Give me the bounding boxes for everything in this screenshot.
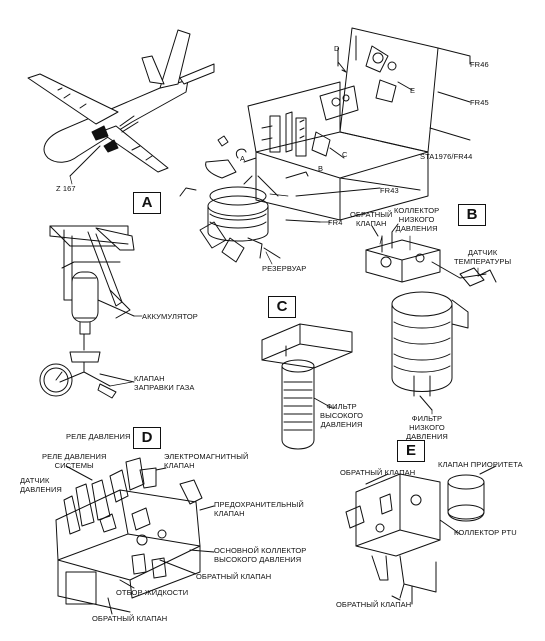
aircraft-illustration — [27, 29, 215, 177]
pressure-switch-label: РЕЛЕ ДАВЛЕНИЯ — [66, 432, 131, 441]
view-c-callout: C — [268, 296, 296, 318]
solenoid-valve-label: ЭЛЕКТРОМАГНИТНЫЙ КЛАПАН — [164, 452, 249, 470]
view-d-callout: D — [133, 427, 161, 449]
arrow-e-label: E — [410, 86, 416, 95]
view-e-callout: E — [397, 440, 425, 462]
accumulator-label: АККУМУЛЯТОР — [142, 312, 198, 321]
relief-valve-label: ПРЕДОХРАНИТЕЛЬНЫЙ КЛАПАН — [214, 500, 304, 518]
d-check-valve-right-label: ОБРАТНЫЙ КЛАПАН — [196, 572, 272, 581]
view-c-high-pressure-filter — [261, 323, 353, 450]
fluid-sampling-label: ОТБОР ЖИДКОСТИ — [116, 588, 189, 597]
temperature-sensor-label: ДАТЧИК ТЕМПЕРАТУРЫ — [454, 248, 512, 266]
hydraulic-bay-overview — [179, 27, 471, 263]
system-pressure-switch-label: РЕЛЕ ДАВЛЕНИЯ СИСТЕМЫ — [42, 452, 107, 470]
lp-filter-label: ФИЛЬТР НИЗКОГО ДАВЛЕНИЯ — [406, 414, 448, 441]
lp-manifold-label: КОЛЛЕКТОР НИЗКОГО ДАВЛЕНИЯ — [394, 206, 440, 233]
view-a-accumulator — [39, 225, 135, 399]
arrow-b-label: B — [318, 164, 324, 173]
gas-valve-label: КЛАПАН ЗАПРАВКИ ГАЗА — [134, 374, 195, 392]
frame-fr46-label: FR46 — [470, 60, 489, 69]
arrow-d-label: D — [334, 44, 340, 53]
ptu-manifold-label: КОЛЛЕКТОР PTU — [454, 528, 517, 537]
priority-valve-label: КЛАПАН ПРИОРИТЕТА — [438, 460, 523, 469]
frame-sta-label: STA1976/FR44 — [420, 152, 473, 161]
frame-fr45-label: FR45 — [470, 98, 489, 107]
frame-fr43-label: FR43 — [380, 186, 399, 195]
d-check-valve-bottom-label: ОБРАТНЫЙ КЛАПАН — [92, 614, 168, 623]
arrow-c-label: C — [342, 150, 348, 159]
view-d-high-pressure-manifold — [55, 457, 215, 615]
view-b-low-pressure-filter — [365, 223, 497, 411]
hp-manifold-label: ОСНОВНОЙ КОЛЛЕКТОР ВЫСОКОГО ДАВЛЕНИЯ — [214, 546, 307, 564]
hp-filter-label: ФИЛЬТР ВЫСОКОГО ДАВЛЕНИЯ — [320, 402, 364, 429]
reservoir-label: РЕЗЕРВУАР — [262, 264, 307, 273]
pressure-sensor-label: ДАТЧИК ДАВЛЕНИЯ — [20, 476, 62, 494]
leader-lines — [69, 175, 479, 415]
view-e-ptu-manifold — [345, 465, 497, 605]
zone-label: Z 167 — [56, 184, 76, 193]
arrow-a-label: A — [240, 154, 246, 163]
e-check-valve-bottom-label: ОБРАТНЫЙ КЛАПАН — [336, 600, 412, 609]
view-b-callout: B — [458, 204, 486, 226]
frame-fr4-label: FR4 — [328, 218, 343, 227]
view-a-callout: A — [133, 192, 161, 214]
e-check-valve-top-label: ОБРАТНЫЙ КЛАПАН — [340, 468, 416, 477]
lp-check-valve-label: ОБРАТНЫЙ КЛАПАН — [350, 210, 393, 228]
